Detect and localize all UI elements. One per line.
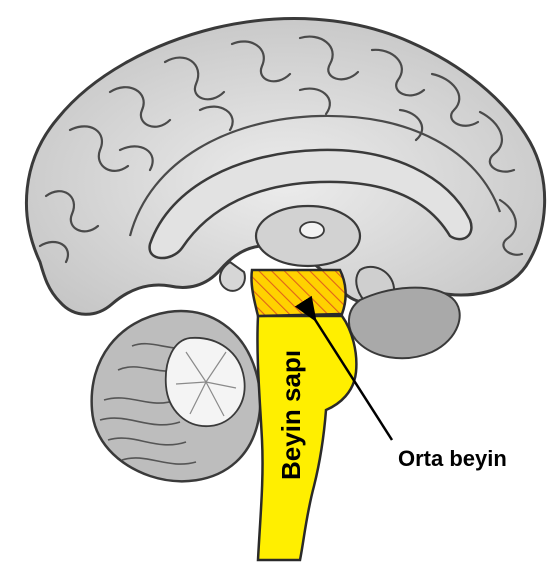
- brainstem: [257, 316, 356, 560]
- midbrain-label: Orta beyin: [398, 446, 507, 471]
- cerebellum: [92, 311, 261, 481]
- midbrain: [251, 270, 345, 316]
- occipital-lobe: [349, 288, 460, 359]
- interthalamic-adhesion: [300, 222, 324, 238]
- brainstem-label: Beyin sapı: [276, 350, 306, 480]
- pituitary: [220, 262, 245, 291]
